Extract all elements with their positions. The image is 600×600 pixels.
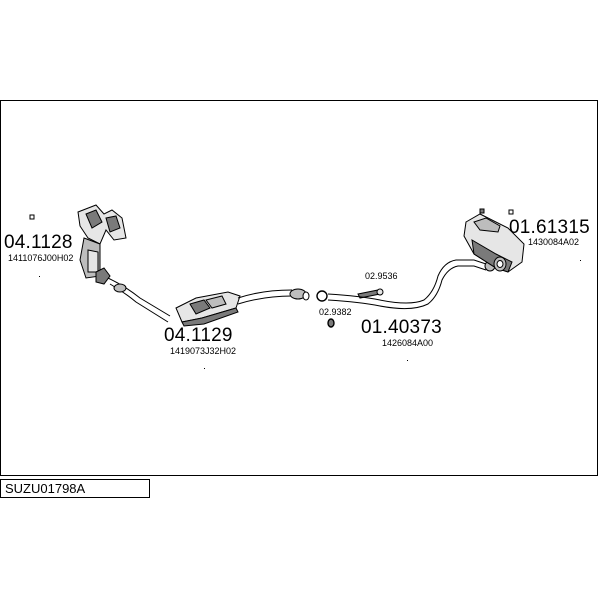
part-number-02-9536: 02.9536 (365, 271, 398, 281)
gasket-icon (316, 290, 335, 328)
tiny-dots (39, 260, 581, 369)
part-number-04-1129: 04.1129 (164, 325, 233, 346)
oe-number-04-1128: 1411076J00H02 (8, 253, 74, 263)
part-number-01-40373: 01.40373 (361, 317, 442, 338)
oe-number-01-40373: 1426084A00 (382, 338, 434, 348)
oe-number-01-61315: 1430084A02 (528, 237, 580, 247)
catalytic-converter-icon (175, 288, 310, 327)
part-number-04-1128: 04.1128 (4, 232, 73, 253)
front-pipe-icon (107, 277, 171, 323)
diagram-frame (0, 100, 598, 476)
middle-pipe-icon (327, 259, 496, 310)
clamp-icon (357, 288, 384, 299)
diagram-code: SUZU01798A (5, 481, 86, 496)
rear-silencer-icon (463, 208, 525, 273)
oe-number-04-1129: 1419073J32H02 (170, 346, 237, 356)
part-number-01-61315: 01.61315 (509, 217, 590, 238)
part-number-02-9382: 02.9382 (319, 307, 352, 317)
exhaust-manifold-catalyst-icon (77, 204, 127, 285)
diagram-code-box: SUZU01798A (0, 479, 150, 498)
marker-dots (29, 209, 514, 220)
